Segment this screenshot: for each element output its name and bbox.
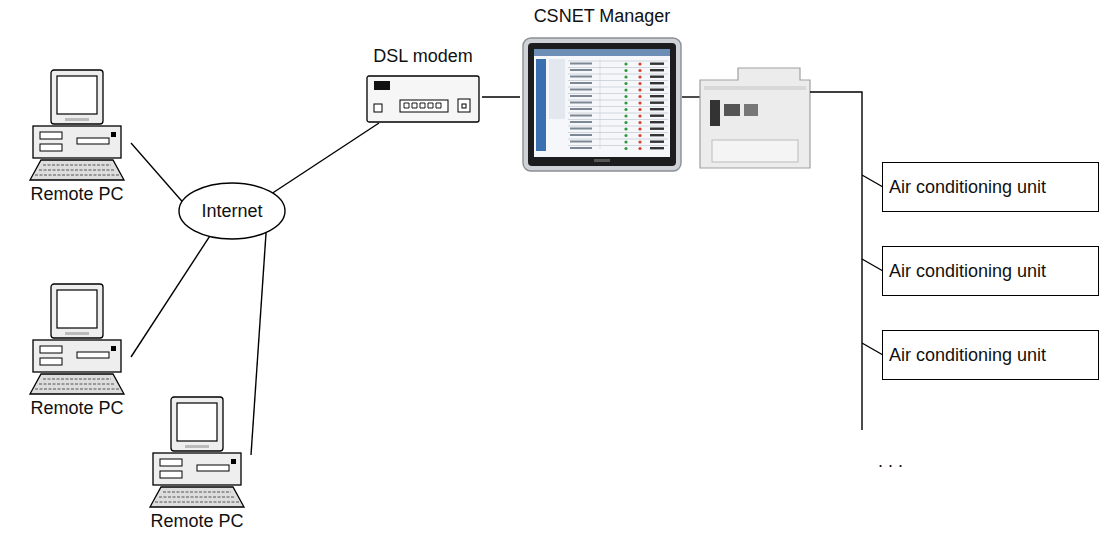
- device-label: Remote PC: [143, 510, 251, 532]
- device-node: CSNET Manager: [520, 5, 684, 172]
- network-link: [131, 236, 210, 357]
- gateway-housing: [700, 68, 810, 168]
- unit-box: Air conditioning unit: [882, 162, 1099, 212]
- network-link: [251, 232, 266, 455]
- unit-label: Air conditioning unit: [889, 344, 1046, 366]
- tablet-icon: [522, 37, 682, 172]
- modem-icon: [366, 75, 480, 123]
- unit-label: Air conditioning unit: [889, 176, 1046, 198]
- gateway-front: [712, 140, 798, 162]
- pc-icon: [27, 68, 127, 183]
- network-link: [131, 143, 182, 201]
- gateway-rail: [704, 86, 806, 90]
- unit-label: Air conditioning unit: [889, 260, 1046, 282]
- device-label: Remote PC: [23, 397, 131, 419]
- device-label: DSL modem: [364, 45, 482, 67]
- device-node: Remote PC: [23, 68, 131, 205]
- wire: [682, 96, 702, 97]
- device-label: Internet: [201, 200, 262, 222]
- network-link: [482, 96, 520, 97]
- bus-wire: [810, 92, 862, 430]
- network-ellipse: Internet: [178, 182, 286, 240]
- device-label: Remote PC: [23, 183, 131, 205]
- device-node: Remote PC: [143, 395, 251, 532]
- pc-icon: [147, 395, 247, 510]
- network-link: [273, 123, 379, 193]
- gateway-port: [710, 100, 720, 126]
- unit-box: Air conditioning unit: [882, 246, 1099, 296]
- bus-stub: [862, 343, 883, 355]
- device-label: CSNET Manager: [520, 5, 684, 27]
- gateway-port: [744, 104, 758, 116]
- bus-stub: [862, 259, 883, 271]
- device-node: DSL modem: [364, 45, 482, 123]
- bus-stub: [862, 175, 883, 187]
- gateway-port: [724, 104, 740, 116]
- ellipse-outline: [179, 183, 285, 239]
- continuation-dots: . . .: [878, 450, 903, 472]
- unit-box: Air conditioning unit: [882, 330, 1099, 380]
- device-node: Remote PC: [23, 282, 131, 419]
- pc-icon: [27, 282, 127, 397]
